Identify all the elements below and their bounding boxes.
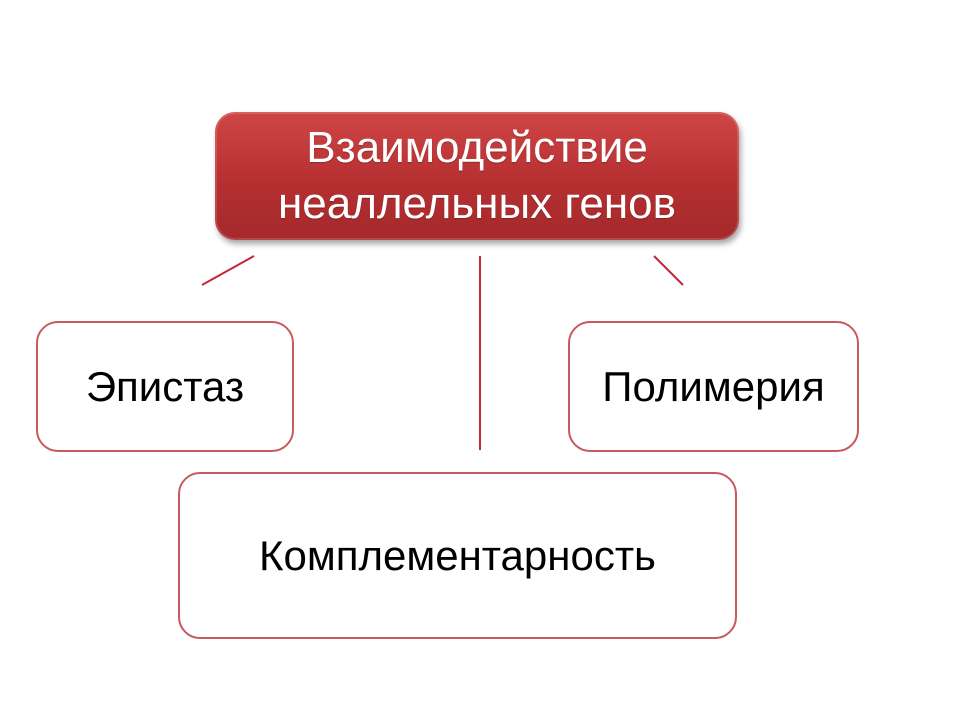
connector-to-polymery — [653, 255, 684, 286]
root-node: Взаимодействие неаллельных генов — [215, 112, 739, 240]
node-polymery: Полимерия — [568, 321, 859, 452]
root-title-line2: неаллельных генов — [277, 179, 677, 228]
node-complementarity: Комплементарность — [178, 472, 737, 639]
connector-to-epistasis — [201, 255, 255, 286]
root-title-line1: Взаимодействие — [306, 123, 648, 172]
node-polymery-label: Полимерия — [602, 362, 825, 410]
node-epistasis: Эпистаз — [36, 321, 294, 452]
node-epistasis-label: Эпистаз — [85, 362, 245, 410]
node-complementarity-label: Комплементарность — [259, 531, 656, 579]
